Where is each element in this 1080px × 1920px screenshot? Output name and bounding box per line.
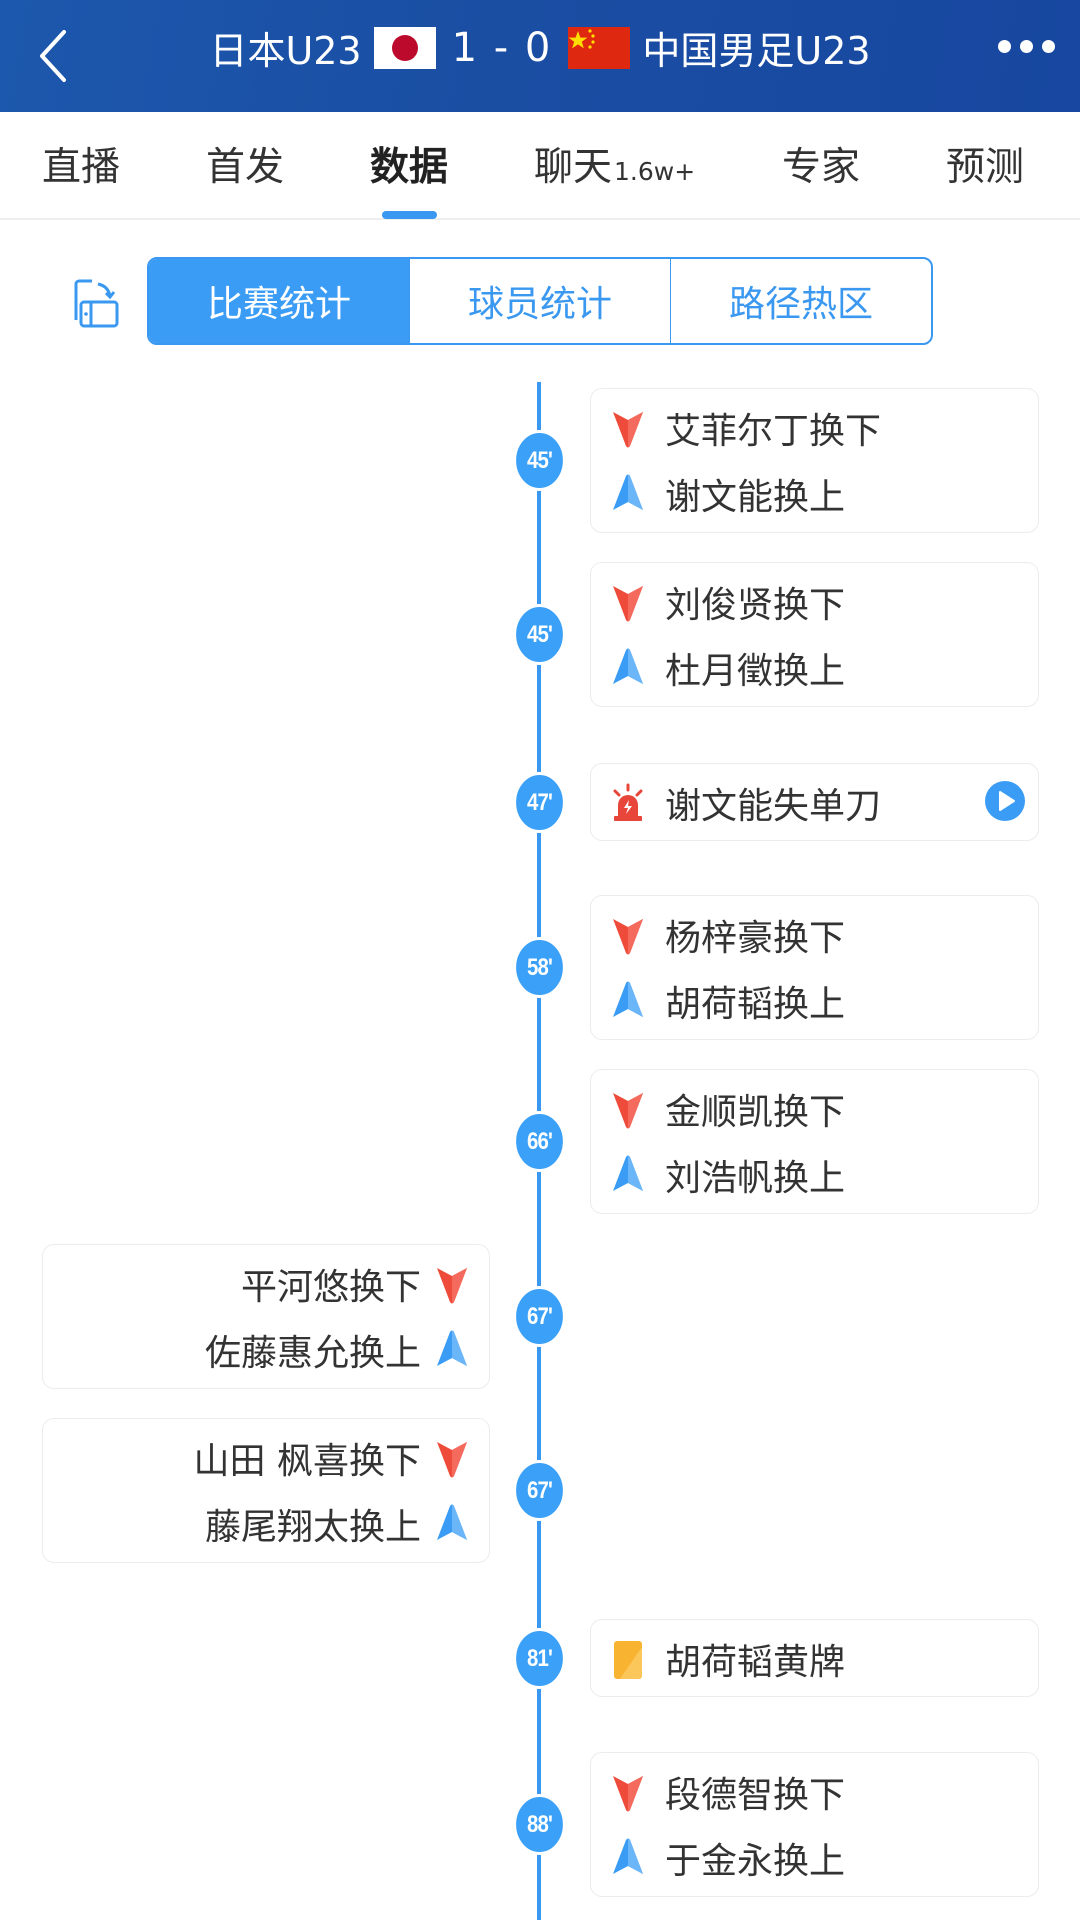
- event-text: 山田 枫喜换下: [193, 1440, 421, 1482]
- event-row: 平河悠换下: [241, 1259, 469, 1309]
- minute-badge: 45': [513, 604, 566, 665]
- event-row: 胡荷韬换上: [611, 976, 845, 1026]
- alarm-icon: [611, 783, 645, 823]
- sub-in-icon: [435, 1504, 469, 1544]
- event-card[interactable]: 段德智换下于金永换上: [590, 1751, 1039, 1897]
- tab-label: 首发: [206, 145, 285, 190]
- minute-badge: 58': [513, 937, 566, 998]
- event-card[interactable]: 谢文能失单刀: [590, 763, 1039, 841]
- event-row: 藤尾翔太换上: [205, 1499, 469, 1549]
- japan-flag-icon: [373, 26, 436, 69]
- chat-count-badge: 1.6w+: [614, 157, 696, 186]
- event-text: 谢文能换上: [665, 476, 846, 518]
- tab-experts[interactable]: 专家: [782, 136, 860, 190]
- sub-out-icon: [611, 408, 645, 448]
- event-card[interactable]: 杨梓豪换下胡荷韬换上: [590, 894, 1039, 1040]
- minute-badge: 66': [513, 1111, 566, 1172]
- sub-in-icon: [611, 1155, 645, 1195]
- tab-label: 数据: [370, 145, 449, 190]
- segment-match-stats[interactable]: 比赛统计: [149, 259, 409, 343]
- rotate-screen-icon[interactable]: [66, 276, 122, 332]
- sub-in-icon: [435, 1330, 469, 1370]
- event-text: 刘浩帆换上: [665, 1157, 846, 1199]
- sub-in-icon: [611, 474, 645, 514]
- minute-badge: 81': [513, 1628, 566, 1689]
- event-card[interactable]: 金顺凯换下刘浩帆换上: [590, 1068, 1039, 1214]
- tab-lineup[interactable]: 首发: [206, 136, 284, 190]
- tab-chat[interactable]: 聊天1.6w+: [534, 136, 696, 190]
- event-row: 佐藤惠允换上: [205, 1325, 469, 1375]
- event-row: 艾菲尔丁换下: [611, 403, 881, 453]
- minute-badge: 88': [513, 1794, 566, 1855]
- event-row: 于金永换上: [611, 1833, 845, 1883]
- tab-label: 专家: [782, 145, 861, 190]
- more-horizontal-icon[interactable]: [998, 34, 1058, 58]
- event-text: 佐藤惠允换上: [204, 1332, 421, 1374]
- event-row: 杜月徵换上: [611, 643, 845, 693]
- minute-badge: 45': [513, 430, 566, 491]
- event-card[interactable]: 山田 枫喜换下藤尾翔太换上: [42, 1417, 490, 1563]
- sub-out-icon: [611, 582, 645, 622]
- tab-prediction[interactable]: 预测: [946, 136, 1024, 190]
- sub-out-icon: [435, 1438, 469, 1478]
- event-row: 谢文能换上: [611, 469, 845, 519]
- sub-out-icon: [435, 1264, 469, 1304]
- sub-out-icon: [611, 1089, 645, 1129]
- event-text: 刘俊贤换下: [665, 584, 846, 626]
- event-card[interactable]: 胡荷韬黄牌: [590, 1619, 1039, 1697]
- event-row: 山田 枫喜换下: [194, 1433, 469, 1483]
- minute-badge: 47': [513, 772, 566, 833]
- event-card[interactable]: 刘俊贤换下杜月徵换上: [590, 561, 1039, 707]
- event-card[interactable]: 平河悠换下佐藤惠允换上: [42, 1243, 490, 1389]
- match-header: 日本U23 1 - 0 中国男足U23: [0, 0, 1080, 112]
- yellow-card-icon: [611, 1639, 645, 1679]
- event-text: 胡荷韬黄牌: [665, 1642, 846, 1683]
- event-text: 艾菲尔丁换下: [665, 410, 882, 452]
- event-row: 金顺凯换下: [611, 1084, 845, 1134]
- stats-segmented-control: 比赛统计 球员统计 路径热区: [147, 257, 933, 345]
- tab-label: 聊天: [534, 145, 613, 190]
- sub-out-icon: [611, 915, 645, 955]
- tab-live[interactable]: 直播: [42, 136, 120, 190]
- event-text: 藤尾翔太换上: [204, 1506, 421, 1548]
- event-text: 杜月徵换上: [665, 650, 846, 692]
- tab-data[interactable]: 数据: [370, 136, 448, 190]
- away-team-name: 中国男足U23: [642, 29, 871, 73]
- event-text: 胡荷韬换上: [665, 983, 846, 1025]
- event-text: 杨梓豪换下: [665, 917, 846, 959]
- china-flag-icon: [568, 26, 631, 69]
- event-text: 平河悠换下: [240, 1266, 421, 1308]
- sub-out-icon: [611, 1772, 645, 1812]
- event-row: 杨梓豪换下: [611, 910, 845, 960]
- event-text: 段德智换下: [665, 1774, 846, 1816]
- chevron-left-icon[interactable]: [34, 28, 74, 84]
- tab-label: 直播: [42, 145, 121, 190]
- segment-player-stats[interactable]: 球员统计: [409, 259, 670, 343]
- event-row: 刘俊贤换下: [611, 577, 845, 627]
- sub-in-icon: [611, 981, 645, 1021]
- sub-in-icon: [611, 648, 645, 688]
- match-title: 日本U23 1 - 0 中国男足U23: [0, 0, 1080, 95]
- minute-badge: 67': [513, 1460, 566, 1521]
- event-row: 刘浩帆换上: [611, 1150, 845, 1200]
- event-row: 胡荷韬黄牌: [611, 1634, 845, 1684]
- segment-heatmap[interactable]: 路径热区: [670, 259, 931, 343]
- event-text: 谢文能失单刀: [665, 786, 882, 827]
- minute-badge: 67': [513, 1286, 566, 1347]
- tab-label: 预测: [946, 145, 1025, 190]
- home-team-name: 日本U23: [209, 29, 362, 73]
- event-text: 金顺凯换下: [665, 1091, 846, 1133]
- event-row: 谢文能失单刀: [611, 778, 881, 828]
- sub-in-icon: [611, 1838, 645, 1878]
- event-text: 于金永换上: [665, 1840, 846, 1882]
- active-tab-indicator: [382, 211, 437, 219]
- play-video-icon[interactable]: [984, 780, 1026, 822]
- event-row: 段德智换下: [611, 1767, 845, 1817]
- match-tabs: 直播 首发 数据 聊天1.6w+ 专家 预测: [0, 112, 1080, 220]
- match-score: 1 - 0: [451, 24, 553, 71]
- event-card[interactable]: 艾菲尔丁换下谢文能换上: [590, 387, 1039, 533]
